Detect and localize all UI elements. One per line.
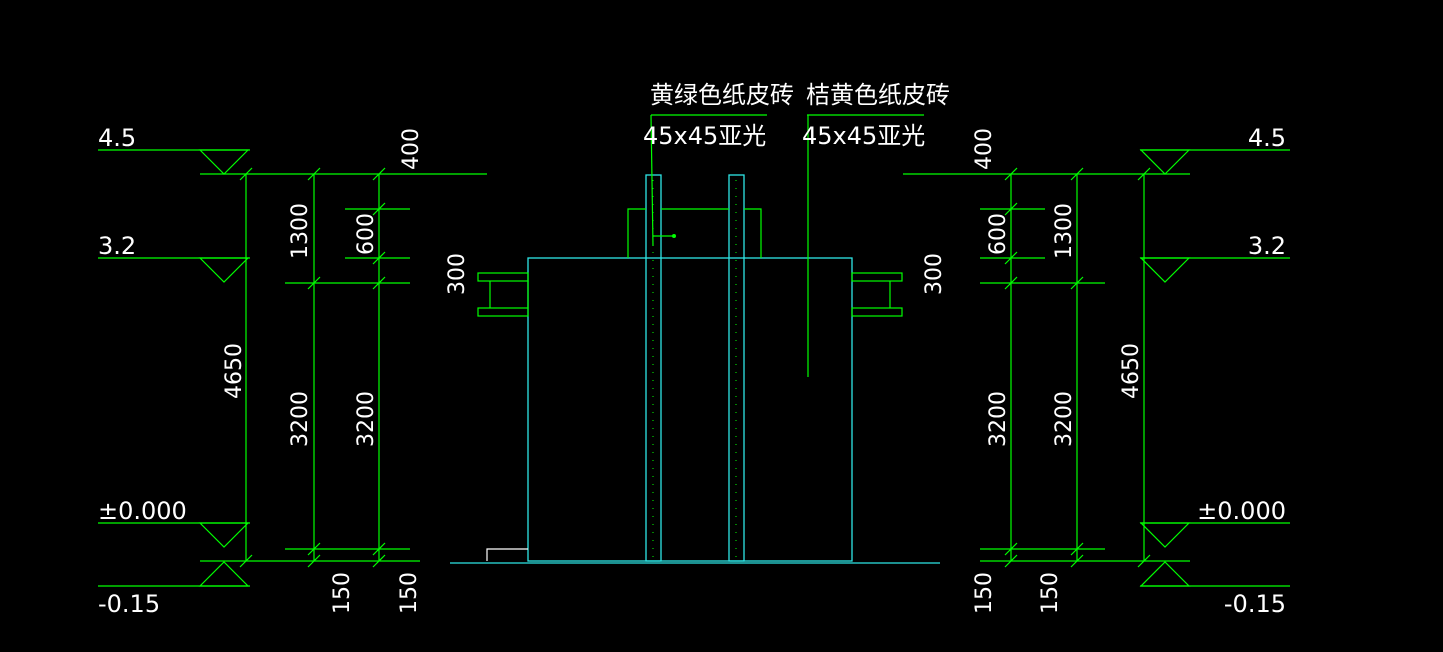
parapet-right xyxy=(744,208,762,258)
left-level-zero-label: ±0.000 xyxy=(98,497,187,525)
left-elevation-marker-top xyxy=(198,149,250,175)
left-tile-name-label: 黄绿色纸皮砖 xyxy=(650,81,794,109)
left-canopy-top xyxy=(477,272,529,282)
left-dim-300-label: 300 xyxy=(445,253,470,295)
right-elevation-marker-ground xyxy=(1139,561,1191,587)
right-level-zero-label: ±0.000 xyxy=(1197,497,1286,525)
right-level-mid-label: 3.2 xyxy=(1248,232,1286,260)
left-dim-150-outer-label: 150 xyxy=(330,572,355,614)
right-dim-1300-label: 1300 xyxy=(1052,203,1077,259)
right-dim-4650-label: 4650 xyxy=(1119,343,1144,399)
left-elevation-marker-zero xyxy=(198,522,250,548)
left-dimensions xyxy=(98,149,487,587)
main-wall-outline xyxy=(527,257,853,562)
right-tile-size-label: 45x45亚光 xyxy=(802,122,925,150)
right-elevation-marker-zero xyxy=(1139,522,1191,548)
left-dim-400-label: 400 xyxy=(399,128,424,170)
right-dim-300-label: 300 xyxy=(922,253,947,295)
right-level-top-label: 4.5 xyxy=(1248,124,1286,152)
left-note-dot xyxy=(672,234,676,238)
left-dim-600-label: 600 xyxy=(354,213,379,255)
left-dim-1300-label: 1300 xyxy=(288,203,313,259)
right-dim-150-inner-label: 150 xyxy=(972,572,997,614)
structure-details xyxy=(477,208,903,561)
left-level-ground-label: -0.15 xyxy=(98,590,160,618)
leader-lines xyxy=(650,114,924,377)
right-elevation-marker-top xyxy=(1139,149,1191,175)
left-elevation-marker-ground xyxy=(198,561,250,587)
left-note-leader xyxy=(650,114,654,247)
parapet-left xyxy=(627,208,646,258)
right-dim-3200-inner-label: 3200 xyxy=(986,391,1011,447)
left-dim-4650-label: 4650 xyxy=(222,343,247,399)
left-dim-150-inner-label: 150 xyxy=(397,572,422,614)
left-dim-3200-outer-label: 3200 xyxy=(288,391,313,447)
left-canopy-bottom xyxy=(477,307,529,317)
right-tile-name-label: 桔黄色纸皮砖 xyxy=(806,81,950,109)
left-column xyxy=(645,174,662,562)
entrance-step xyxy=(486,548,528,561)
left-level-top-label: 4.5 xyxy=(98,124,136,152)
left-elevation-marker-mid xyxy=(198,257,250,283)
right-canopy-top xyxy=(851,272,903,282)
right-level-ground-label: -0.15 xyxy=(1224,590,1286,618)
left-dim-3200-inner-label: 3200 xyxy=(354,391,379,447)
right-dim-600-label: 600 xyxy=(986,213,1011,255)
right-dim-3200-outer-label: 3200 xyxy=(1052,391,1077,447)
right-column xyxy=(728,174,745,562)
right-dim-150-outer-label: 150 xyxy=(1038,572,1063,614)
left-tile-size-label: 45x45亚光 xyxy=(643,122,766,150)
right-dimensions xyxy=(903,149,1290,587)
right-dim-400-label: 400 xyxy=(972,128,997,170)
left-level-mid-label: 3.2 xyxy=(98,232,136,260)
building-body xyxy=(450,174,940,564)
right-elevation-marker-mid xyxy=(1139,257,1191,283)
right-canopy-bottom xyxy=(851,307,903,317)
